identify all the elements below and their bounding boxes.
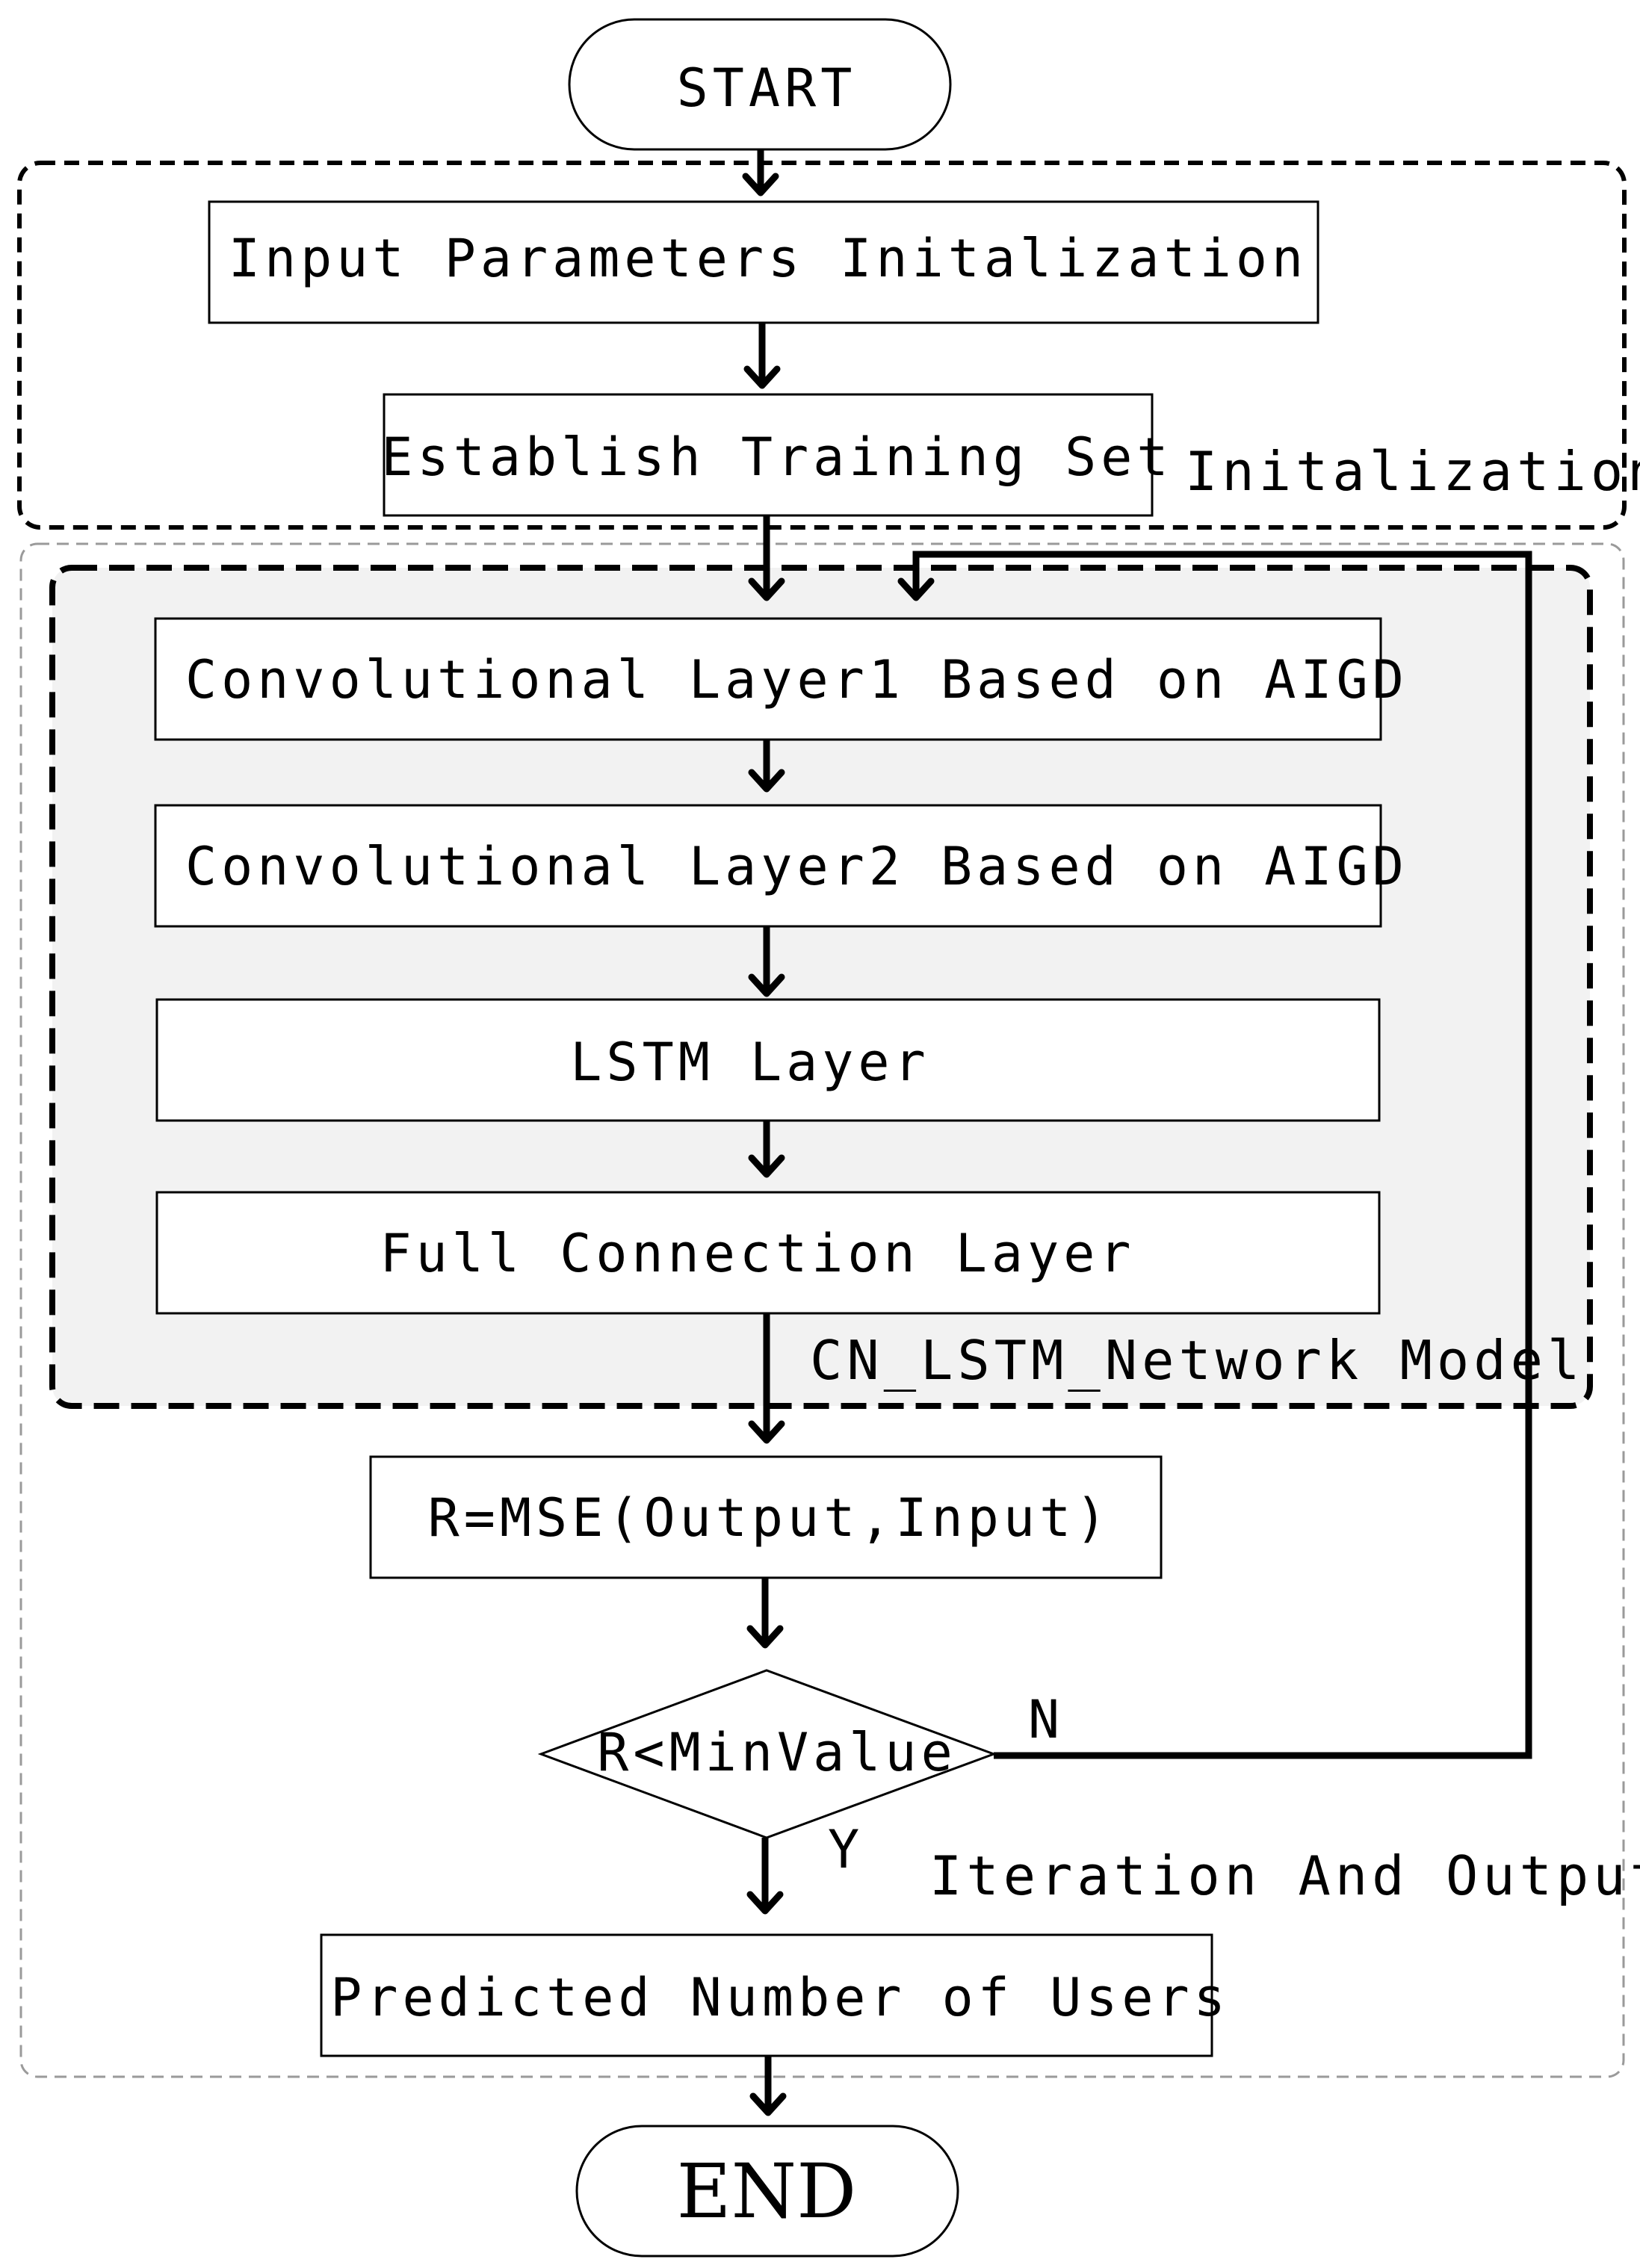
arrow-lstm-to-fullconn [748, 1121, 785, 1178]
iteration-group-label: Iteration And Output [929, 1844, 1640, 1907]
training-set-box [383, 393, 1154, 517]
arrow-training-to-conv1 [748, 515, 785, 601]
conv-layer1-box [154, 617, 1382, 741]
end-label: END [677, 2148, 857, 2235]
lstm-layer-label: LSTM Layer [570, 1032, 929, 1093]
arrow-decision-yes-to-predicted [746, 1838, 784, 1915]
branch-yes-label: Y [828, 1819, 859, 1880]
conv-layer2-label: Convolutional Layer2 Based on AIGD [185, 836, 1408, 897]
training-set-label: Establish Training Set [381, 427, 1172, 488]
lstm-layer-box [155, 998, 1381, 1122]
conv-layer2-box [154, 804, 1382, 928]
full-connection-label: Full Connection Layer [380, 1223, 1135, 1284]
arrow-conv2-to-lstm [748, 926, 785, 997]
iteration-group-frame [19, 542, 1625, 2078]
arrow-conv1-to-conv2 [748, 740, 785, 793]
arrow-fullconn-to-mse [748, 1313, 785, 1444]
end-terminator [575, 2125, 959, 2258]
arrow-mse-to-decision [746, 1578, 784, 1649]
network-model-group-label: CN_LSTM_Network Model [810, 1329, 1584, 1392]
predicted-users-box [320, 1933, 1213, 2057]
predicted-users-label: Predicted Number of Users [330, 1967, 1230, 2028]
arrow-start-to-input [742, 149, 779, 196]
arrow-input-to-training [743, 323, 781, 389]
branch-no-label: N [1028, 1689, 1059, 1750]
initialization-group-label: Initalization [1185, 440, 1640, 503]
decision-label: R<MinValue [597, 1722, 956, 1783]
start-label: START [677, 58, 857, 119]
initialization-group-frame [17, 161, 1627, 530]
arrow-predicted-to-end [749, 2056, 787, 2116]
input-params-label: Input Parameters Initalization [229, 228, 1308, 289]
conv-layer1-label: Convolutional Layer1 Based on AIGD [185, 649, 1408, 710]
mse-label: R=MSE(Output,Input) [428, 1487, 1112, 1549]
arrow-decision-no-feedback-loop [897, 551, 1532, 1759]
input-params-box [208, 200, 1319, 324]
